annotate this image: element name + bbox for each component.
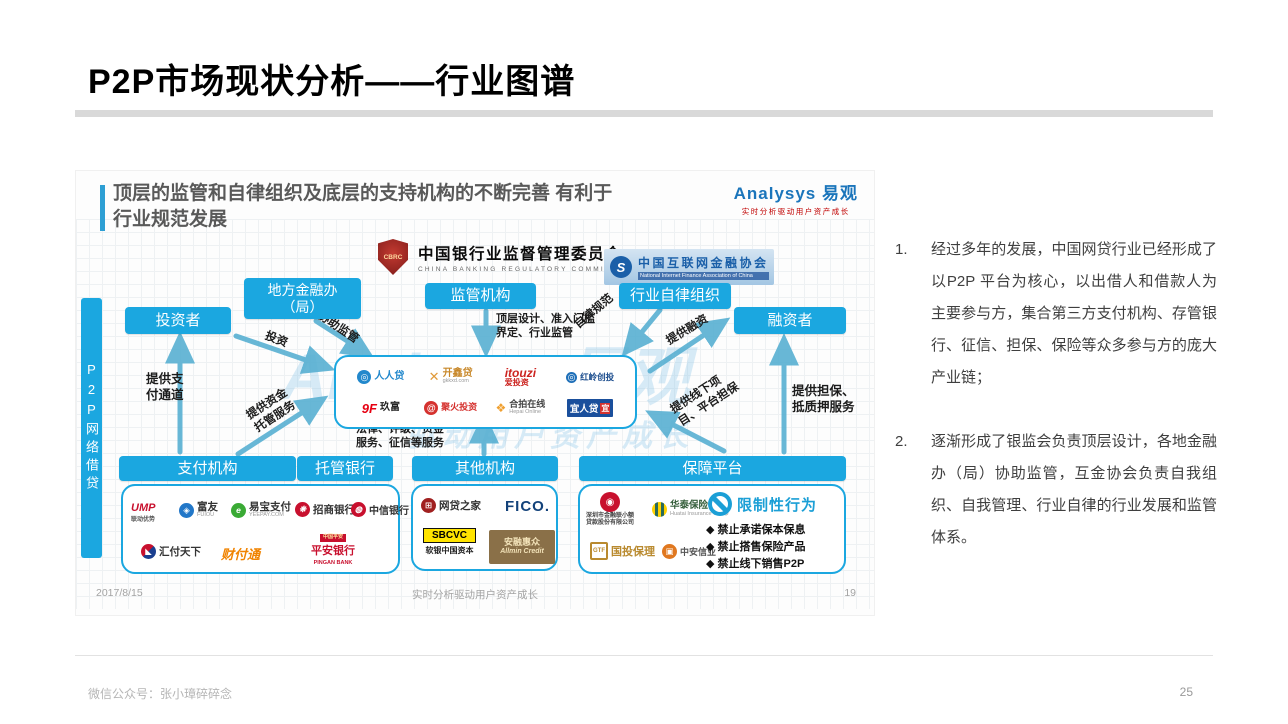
sbcvc-badge: SBCVC	[423, 528, 477, 543]
label-guarantee-pledge: 提供担保、 抵质押服务	[792, 384, 855, 415]
logo-fico: FICO.	[505, 498, 550, 515]
node-investor: 投资者	[125, 307, 231, 334]
logo-pingan-bank: 中国平安 平安银行 PINGAN BANK	[311, 534, 355, 566]
logo-sbcvc: SBCVC 软银中国资本	[423, 528, 477, 556]
nifa-name: 中国互联网金融协会	[638, 256, 769, 270]
diagram-footer-slogan: 实时分析驱动用户资产成长	[412, 589, 538, 601]
header-accent-bar	[100, 185, 105, 231]
cbrc-name: 中国银行业监督管理委员会	[418, 245, 623, 263]
analysys-logo: Analysys 易观 实时分析驱动用户资产成长	[734, 179, 858, 217]
juhuo-icon: @	[424, 401, 439, 416]
node-local-finance-office: 地方金融办 （局）	[244, 278, 361, 319]
diagram-title: 顶层的监管和自律组织及底层的支持机构的不断完善 有利于 行业规范发展	[113, 181, 773, 233]
label-payment-channel: 提供支 付通道	[146, 372, 184, 403]
nifa-logo: S 中国互联网金融协会 National Internet Finance As…	[604, 249, 774, 285]
huifu-icon: ◣	[141, 544, 156, 559]
logo-zhongan-credit: ▣ 中安信业	[662, 544, 716, 559]
hongling-icon: ◎	[566, 371, 578, 383]
diagram-page-number: 19	[844, 587, 856, 599]
diagram-title-line1: 顶层的监管和自律组织及底层的支持机构的不断完善 有利于	[113, 183, 613, 204]
logo-jiufu: 9F 玖富	[361, 400, 400, 416]
node-regulator: 监管机构	[425, 283, 536, 309]
node-self-regulatory-org: 行业自律组织	[619, 283, 731, 309]
hepai-icon: ❖	[495, 401, 507, 416]
yeepay-icon: e	[231, 502, 246, 518]
cbrc-shield-icon: CBRC	[378, 239, 408, 275]
logo-hongling: ◎ 红岭创投	[566, 371, 615, 383]
citic-icon: ◍	[351, 502, 366, 517]
note-text: 逐渐形成了银监会负责顶层设计，各地金融办（局）协助监管，互金协会负责自我组织、自…	[931, 433, 1217, 546]
wangdaizhijia-icon: ⊞	[421, 498, 436, 513]
footer-wechat-account: 微信公众号：张小璋碎碎念	[88, 687, 233, 701]
renrendai-icon: ◎	[357, 370, 372, 385]
diagram-title-line2: 行业规范发展	[113, 209, 228, 230]
logo-yirendai: 宜人贷宜	[555, 399, 625, 418]
logo-jinronglian: ◉ 深圳市金融联小额贷款股份有限公司	[586, 492, 634, 527]
fuiou-icon: ◈	[179, 502, 194, 518]
slide-page-number: 25	[1179, 685, 1193, 699]
logo-juhuo: @ 聚火投资	[416, 401, 486, 416]
note-number: 1.	[895, 241, 908, 258]
yirendai-icon: 宜	[600, 402, 611, 414]
analysys-tagline: 实时分析驱动用户资产成长	[741, 207, 850, 216]
jinronglian-icon: ◉	[600, 492, 620, 512]
logo-cmb: ❋ 招商银行	[295, 502, 355, 517]
restricted-item: ◆ 禁止承诺保本保息	[706, 524, 806, 536]
page-title: P2P市场现状分析——行业图谱	[88, 63, 576, 101]
cmb-icon: ❋	[295, 502, 310, 517]
restricted-item: ◆ 禁止搭售保险产品	[706, 541, 806, 553]
nifa-english-name: National Internet Finance Association of…	[638, 272, 769, 280]
pingan-chip-icon: 中国平安	[319, 534, 346, 542]
restricted-item: ◆ 禁止线下销售P2P	[706, 558, 805, 570]
label-top-design: 顶层设计、准入门槛 界定、行业监管	[496, 313, 595, 340]
note-item-2: 2. 逐渐形成了银监会负责顶层设计，各地金融办（局）协助监管，互金协会负责自我组…	[895, 426, 1217, 554]
node-borrower: 融资者	[734, 307, 846, 334]
node-other-institutions: 其他机构	[412, 456, 558, 481]
title-divider	[75, 110, 1213, 117]
huatai-icon	[652, 502, 667, 518]
logo-renrendai: ◎ 人人贷	[346, 370, 416, 385]
restricted-items: ◆ 禁止承诺保本保息 ◆ 禁止搭售保险产品 ◆ 禁止线下销售P2P	[706, 522, 806, 573]
cbrc-english-name: CHINA BANKING REGULATORY COMMISSION	[418, 265, 637, 273]
logo-guotou-factoring: GTF 国投保理	[590, 542, 655, 560]
logo-citic: ◍ 中信银行	[351, 502, 409, 517]
analysys-brand-name: Analysys 易观	[733, 184, 858, 203]
node-guarantee-platform: 保障平台	[579, 456, 846, 481]
cbrc-logo: CBRC 中国银行业监督管理委员会 CHINA BANKING REGULATO…	[378, 239, 636, 275]
gtf-icon: GTF	[590, 542, 608, 560]
footer-divider	[75, 655, 1213, 656]
diagram-date: 2017/8/15	[96, 587, 143, 599]
no-symbol-icon	[708, 492, 732, 516]
logo-huifu: ◣ 汇付天下	[141, 544, 201, 559]
logo-wangdaizhijia: ⊞ 网贷之家	[421, 498, 481, 513]
restricted-title: 限制性行为	[737, 496, 818, 514]
zhongan-icon: ▣	[662, 544, 677, 559]
note-number: 2.	[895, 433, 908, 450]
node-custodian-banks: 托管银行	[297, 456, 393, 481]
p2p-side-label: P2P网络借贷	[81, 298, 102, 558]
note-item-1: 1. 经过多年的发展，中国网贷行业已经形成了以P2P 平台为核心，以出借人和借款…	[895, 234, 1217, 394]
jiufu-icon: 9F	[361, 400, 377, 416]
notes-panel: 1. 经过多年的发展，中国网贷行业已经形成了以P2P 平台为核心，以出借人和借款…	[895, 234, 1217, 586]
logo-tenpay: 财付通	[221, 547, 261, 562]
kaixindai-icon: ✕	[428, 369, 440, 385]
node-payment-institutions: 支付机构	[119, 456, 296, 481]
note-text: 经过多年的发展，中国网贷行业已经形成了以P2P 平台为核心，以出借人和借款人为主…	[931, 241, 1217, 386]
restricted-behaviors-header: 限制性行为	[708, 492, 817, 516]
nifa-icon: S	[610, 256, 632, 278]
